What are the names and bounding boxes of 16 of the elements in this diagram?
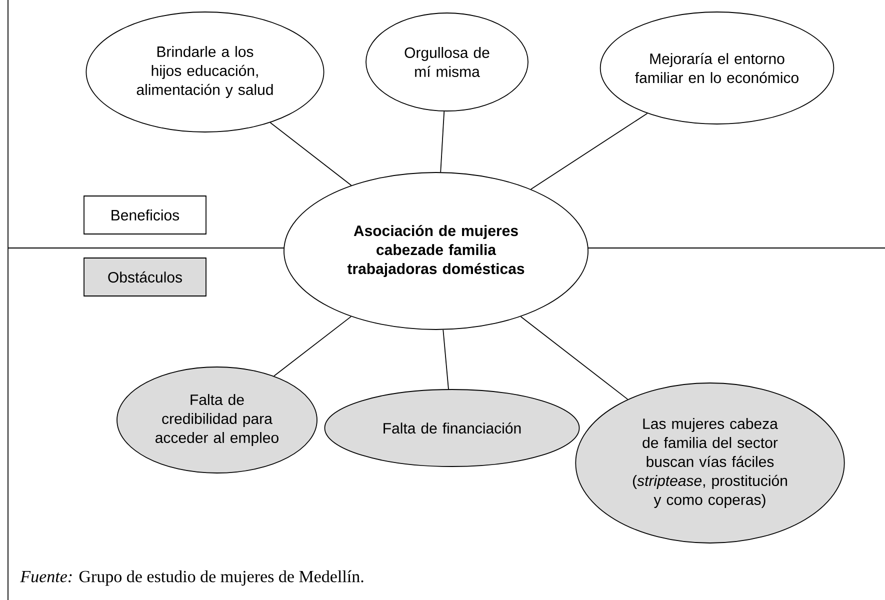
connector-line — [520, 316, 628, 400]
connector-line — [270, 122, 352, 186]
ellipse-node: Falta de financiación — [324, 389, 580, 467]
caption: Fuente: Grupo de estudio de mujeres de Medellín. — [20, 570, 364, 586]
connector-line — [274, 316, 352, 376]
connector-line — [440, 110, 445, 173]
connector-line — [442, 329, 449, 390]
ellipse-node: Mejoraría el entorno familiar en lo económico — [600, 12, 834, 124]
ellipse-node: Brindarle a los hijos educación, alimentación y salud — [86, 12, 324, 132]
ellipse-node: Asociación de mujeres cabezade familia trabajadoras domésticas — [284, 172, 588, 330]
label-box: Obstáculos — [84, 258, 206, 296]
connector-line — [530, 112, 648, 190]
ellipse-node: Orgullosa de mí misma — [366, 12, 528, 112]
label-box: Beneficios — [84, 196, 206, 234]
ellipse-node: Falta de credibilidad para acceder al empleo — [116, 366, 318, 474]
ellipse-node: Las mujeres cabeza de familia del sector buscan vías fáciles (striptease, prostitución y como coperas) — [575, 382, 845, 544]
